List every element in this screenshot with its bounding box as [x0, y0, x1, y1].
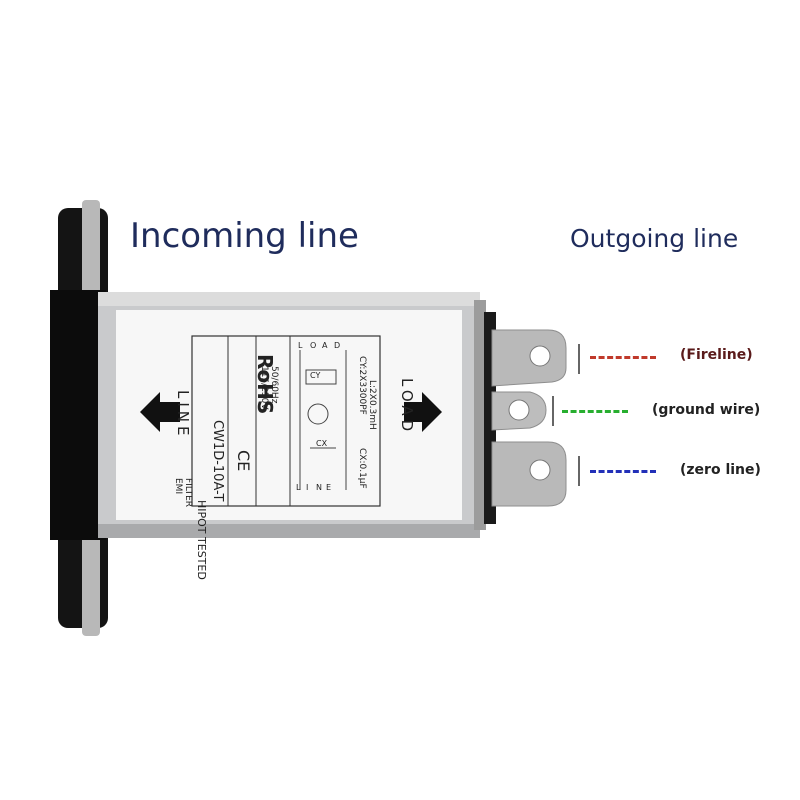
case-bottom-edge: [98, 524, 480, 538]
rating-frequency: 50/60Hz: [269, 366, 279, 404]
left-terminal-1: L: [296, 483, 301, 492]
cx-value: CX:0.1μF: [357, 448, 367, 489]
zero-line-label: (zero line): [680, 462, 761, 478]
ground-wire-label: (ground wire): [652, 402, 761, 418]
line-arrow-icon: [140, 392, 180, 432]
filter-text: FILTER: [183, 478, 193, 507]
fire-wire-dash: [590, 356, 656, 359]
outgoing-line-heading: Outgoing line: [570, 224, 739, 253]
right-terminal-3: A: [322, 341, 328, 350]
incoming-line-heading: Incoming line: [130, 216, 359, 256]
zero-wire-dash: [590, 470, 656, 473]
load-arrow-icon: [404, 392, 442, 432]
ground-wire-tick: [552, 396, 554, 426]
socket-body: [50, 290, 106, 540]
cx-label: CX: [316, 439, 328, 448]
left-terminal-4: E: [326, 483, 331, 492]
ce-mark: CE: [234, 450, 253, 471]
case-top-edge: [98, 292, 480, 306]
model-text: CW1D-10A-T: [210, 420, 225, 502]
hipot-text: HIPOT TESTED: [195, 500, 208, 580]
l-value: L:2X0.3mH: [367, 380, 377, 430]
load-text: LOAD: [398, 378, 416, 435]
ground-wire-dash: [562, 410, 628, 413]
emi-text: EMI: [173, 478, 183, 494]
label-frame: [191, 335, 381, 507]
left-terminal-2: I: [306, 483, 308, 492]
line-text: LINE: [174, 390, 192, 439]
cy-value: CY:2X3300PF: [357, 356, 367, 415]
filter-schematic: [299, 350, 347, 490]
cy-label: CY: [310, 371, 320, 380]
fire-wire-tick: [578, 344, 580, 374]
fireline-label: (Fireline): [680, 347, 753, 363]
zero-wire-tick: [578, 456, 580, 486]
rohs-mark: RoHS: [253, 354, 277, 414]
left-terminal-3: N: [316, 483, 322, 492]
rating-voltage: 115/250V: [259, 366, 269, 410]
case-side: [474, 300, 486, 530]
right-terminal-1: L: [298, 341, 303, 350]
right-terminal-2: O: [310, 341, 316, 350]
right-terminal-4: D: [334, 341, 340, 350]
terminal-tabs: [491, 329, 567, 507]
